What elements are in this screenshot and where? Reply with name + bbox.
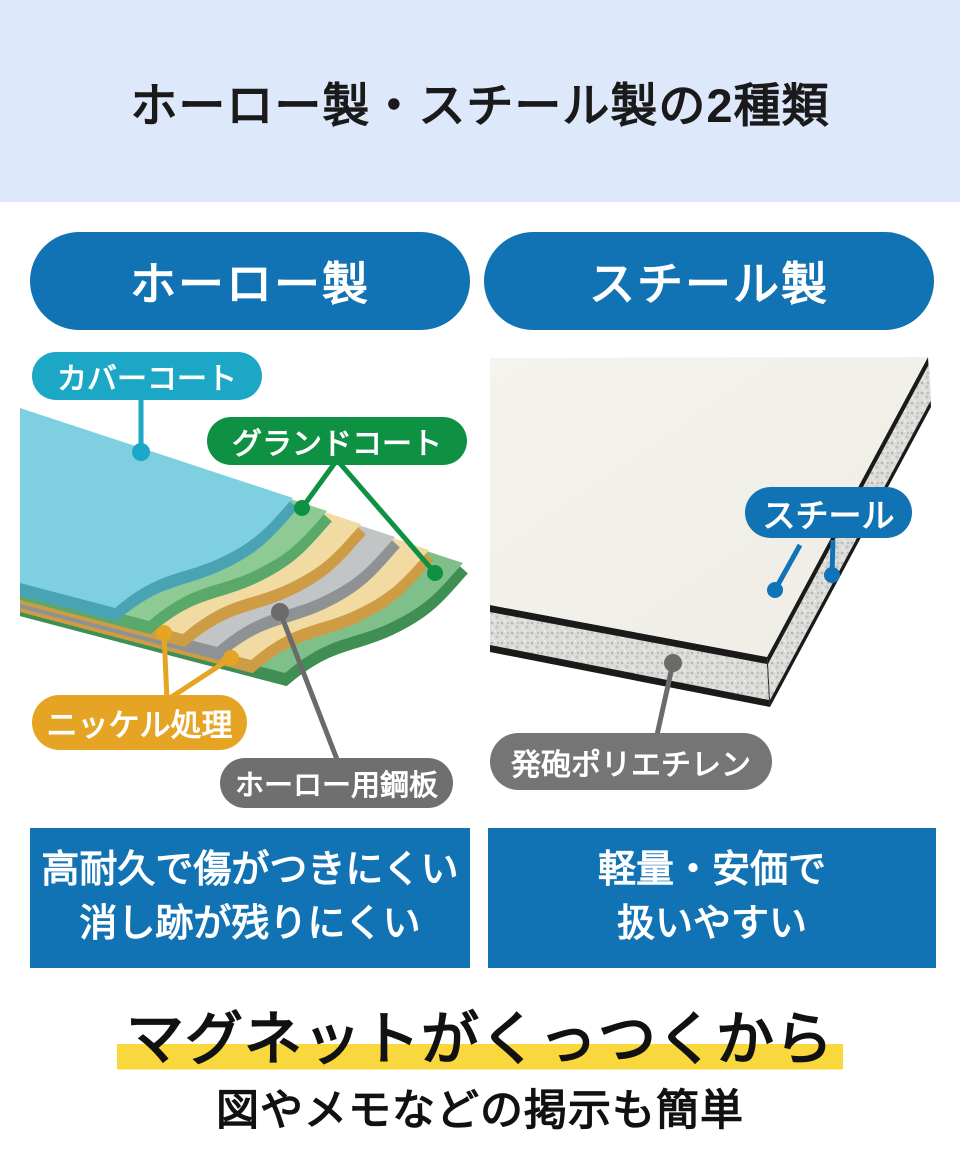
nickel-connector: [156, 625, 239, 703]
cover-coat-label: カバーコート: [32, 352, 262, 400]
enamel-header-label: ホーロー製: [130, 258, 370, 310]
foam-label: 発砲ポリエチレン: [490, 733, 772, 790]
cover-coat-connector: [132, 396, 150, 461]
board-front-edge: [490, 605, 770, 707]
enamel-layer-cover-coat: [20, 407, 298, 622]
foam-connector: [654, 654, 682, 736]
enamel-benefit-line1: 高耐久で傷がつきにくい: [41, 849, 459, 892]
enamel-header-pill: ホーロー製: [30, 232, 470, 330]
board-top-surface: [490, 357, 928, 657]
steel-label: スチール: [745, 487, 912, 538]
steel-board-diagram: [490, 357, 931, 736]
footer-highlight-line: マグネットがくっつくから: [0, 992, 960, 1076]
enamel-benefit-line2: 消し跡が残りにくい: [79, 903, 421, 945]
steel-header-pill: スチール製: [484, 232, 934, 330]
steel-plate-label: ホーロー用鋼板: [220, 758, 453, 808]
steel-benefit-line1: 軽量・安価で: [597, 849, 826, 892]
enamel-layers-diagram: [20, 396, 468, 763]
ground-coat-label: グランドコート: [207, 417, 467, 465]
enamel-benefit-box: 高耐久で傷がつきにくい 消し跡が残りにくい: [30, 828, 470, 968]
steel-benefit-box: 軽量・安価で 扱いやすい: [488, 828, 936, 968]
footer-highlight-text: マグネットがくっつくから: [116, 1007, 843, 1072]
page-title: ホーロー製・スチール製の2種類: [130, 78, 830, 132]
footer-sub-line: 図やメモなどの掲示も簡単: [216, 1087, 744, 1135]
ground-coat-connector: [294, 458, 443, 581]
banner: ホーロー製・スチール製の2種類: [0, 0, 960, 202]
steel-connector: [767, 539, 840, 598]
steel-benefit-line2: 扱いやすい: [616, 903, 807, 945]
nickel-label: ニッケル処理: [32, 695, 247, 750]
steel-plate-connector: [271, 603, 341, 763]
steel-header-label: スチール製: [589, 258, 829, 310]
